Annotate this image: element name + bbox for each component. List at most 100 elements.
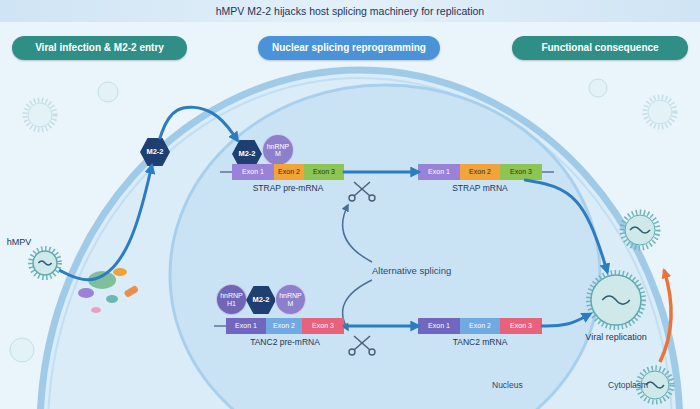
splicing-pointer xyxy=(343,280,372,330)
section-header: Viral infection & M2-2 entry xyxy=(12,36,187,60)
virus-genome xyxy=(630,227,650,233)
pre-mrna: STRAP pre-mRNAExon 1Exon 2Exon 3 xyxy=(232,164,344,180)
node-caption: hMPV xyxy=(4,237,34,247)
debris xyxy=(113,268,127,276)
node-label: Exon 1 xyxy=(226,318,266,334)
connector-arrow xyxy=(344,171,418,174)
connector-arrow xyxy=(525,180,607,271)
node-label: Exon 2 xyxy=(274,164,304,180)
node-caption: STRAP pre-mRNA xyxy=(232,183,344,193)
title-band: hMPV M2-2 hijacks host splicing machiner… xyxy=(0,0,700,22)
virus-envelope xyxy=(591,275,641,325)
virus-spikes xyxy=(589,273,644,328)
scissors-handle xyxy=(369,349,375,355)
debris xyxy=(78,288,94,298)
budding-virus xyxy=(622,212,658,248)
virus-particle xyxy=(589,79,607,97)
exon-box: Exon 2 xyxy=(266,318,302,334)
node-label: hnRNP M xyxy=(263,135,293,165)
exon-box: Exon 2 xyxy=(460,164,500,180)
exon-box: Exon 2 xyxy=(460,318,500,334)
virus-shape xyxy=(586,270,646,330)
virus-spikes xyxy=(25,100,55,130)
connector-arrow xyxy=(344,325,418,328)
virus-spikes xyxy=(622,212,658,248)
node-label: Exon 2 xyxy=(266,318,302,334)
node-caption: TANC2 pre-mRNA xyxy=(226,337,344,347)
virus-spikes xyxy=(645,97,675,127)
protein-hexagon: M2-2 xyxy=(246,286,276,314)
protein-hexagon: M2-2 xyxy=(232,140,262,168)
node-caption: STRAP mRNA xyxy=(418,183,542,193)
cell-membrane-inner xyxy=(48,78,672,409)
debris xyxy=(88,271,116,289)
nucleus xyxy=(170,85,600,409)
section-header: Functional consequence xyxy=(512,36,688,60)
mature-mrna: STRAP mRNAExon 1Exon 2Exon 3 xyxy=(418,164,542,180)
connector-arrow xyxy=(160,107,237,140)
virus-particle xyxy=(28,103,52,127)
cell-membrane xyxy=(40,70,680,409)
virus-spikes xyxy=(31,249,60,278)
virus-particle xyxy=(648,100,672,124)
virus-particle xyxy=(625,215,655,245)
virus-particle xyxy=(10,338,34,362)
hexagon-outline xyxy=(140,138,170,166)
release-arrow xyxy=(660,270,671,362)
mature-mrna: TANC2 mRNAExon 1Exon 2Exon 3 xyxy=(418,318,542,334)
node-label: hnRNP H1 xyxy=(217,285,246,314)
node-label: hnRNP M xyxy=(276,285,305,314)
exon-box: Exon 3 xyxy=(304,164,344,180)
virus-genome xyxy=(646,382,664,388)
node-label: Viral infection & M2-2 entry xyxy=(12,36,187,60)
node-label: M2-2 xyxy=(140,138,170,166)
exon-box: Exon 2 xyxy=(274,164,304,180)
exon-box: Exon 1 xyxy=(232,164,274,180)
node-label: Exon 3 xyxy=(500,318,542,334)
virus-particle: hMPV xyxy=(28,246,62,280)
annotation-label: Cytoplasm xyxy=(608,380,648,390)
node-label: Exon 1 xyxy=(418,318,460,334)
scissors-handle xyxy=(349,195,355,201)
node-label: Exon 2 xyxy=(460,318,500,334)
scissors-blade xyxy=(354,182,370,196)
node-caption: Viral replication xyxy=(566,332,666,342)
exon-box: Exon 3 xyxy=(302,318,344,334)
node-label: M2-2 xyxy=(232,140,262,168)
virus-envelope xyxy=(33,251,57,275)
node-label: Exon 1 xyxy=(232,164,274,180)
protein-hexagon: M2-2 xyxy=(140,138,170,166)
exon-box: Exon 1 xyxy=(418,318,460,334)
protein-circle: hnRNP H1 xyxy=(216,284,247,315)
virus-genome xyxy=(602,296,630,304)
node-label: Functional consequence xyxy=(512,36,688,60)
annotation-label: Nucleus xyxy=(492,380,523,390)
virus-particle xyxy=(98,82,118,102)
scissors-blade xyxy=(354,336,370,350)
pre-mrna: TANC2 pre-mRNAExon 1Exon 2Exon 3 xyxy=(226,318,344,334)
viral-debris xyxy=(78,268,139,313)
exon-box: Exon 3 xyxy=(500,164,542,180)
debris xyxy=(123,285,139,298)
connector-arrow xyxy=(60,166,152,280)
scissors-handle xyxy=(349,349,355,355)
scissors-blade xyxy=(354,336,370,350)
splicing-pointer xyxy=(343,205,372,262)
exon-box: Exon 1 xyxy=(418,164,460,180)
node-label: Exon 3 xyxy=(500,164,542,180)
node-label: Exon 3 xyxy=(302,318,344,334)
connector-arrow xyxy=(542,314,590,326)
exon-box: Exon 3 xyxy=(500,318,542,334)
section-header: Nuclear splicing reprogramming xyxy=(258,36,440,60)
node-label: Exon 3 xyxy=(304,164,344,180)
hexagon-outline xyxy=(246,286,276,314)
debris xyxy=(91,307,101,313)
diagram-title: hMPV M2-2 hijacks host splicing machiner… xyxy=(0,0,700,22)
node-label: Exon 1 xyxy=(418,164,460,180)
node-label: Exon 2 xyxy=(460,164,500,180)
exon-box: Exon 1 xyxy=(226,318,266,334)
